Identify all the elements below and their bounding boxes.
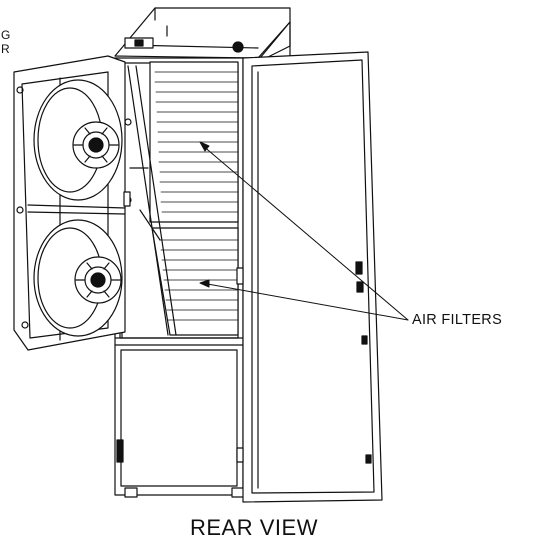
fan-lower xyxy=(33,219,123,337)
air-filters xyxy=(127,61,239,336)
view-title: REAR VIEW xyxy=(190,515,318,540)
cut-off-label-line1: G xyxy=(1,28,11,42)
cut-off-label-line2: R xyxy=(1,42,11,56)
air-filters-callout: AIR FILTERS xyxy=(412,312,503,328)
right-door-panel xyxy=(236,51,383,503)
fan-upper xyxy=(33,79,123,201)
cabinet-top xyxy=(114,7,291,59)
air-filters-leader-lines xyxy=(199,141,409,321)
